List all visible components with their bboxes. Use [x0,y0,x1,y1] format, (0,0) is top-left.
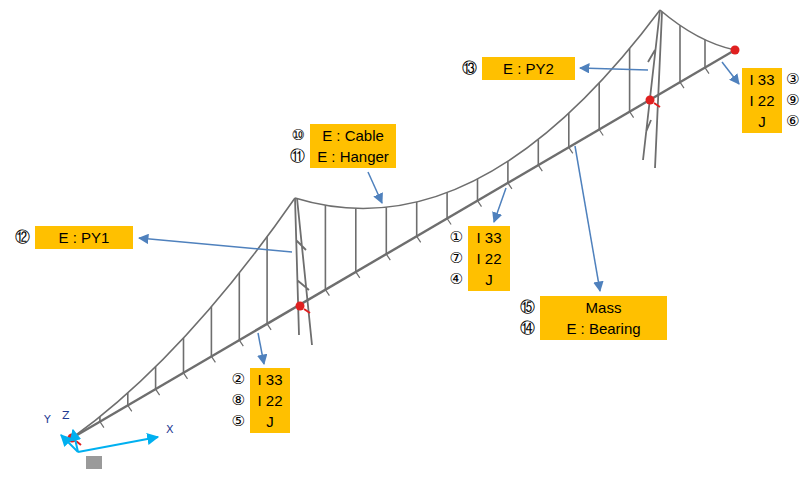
callout-number: ④ [450,272,463,287]
leader-arrow [258,333,264,364]
element-label-box: I 33I 22J [468,226,510,291]
callout-number: ⑥ [786,114,799,129]
box-text: I 22 [748,90,776,111]
axes [61,430,158,469]
box-text: I 33 [256,369,284,390]
callout-number: ⑬ [462,61,477,76]
box-text: E : PY2 [488,58,569,79]
x-axis [78,437,158,452]
box-text: J [748,111,776,132]
leader-arrows [139,62,739,364]
bearing-dot [731,46,740,55]
callout-number: ⑧ [232,393,245,408]
element-label-box: MassE : Bearing [540,296,667,340]
box-text: I 33 [748,69,776,90]
element-label-box: E : PY1 [35,226,133,249]
callout-number: ⑤ [232,414,245,429]
callout-number: ⑨ [786,93,799,108]
axis-block [86,456,102,469]
callout-number: ⑪ [290,149,305,164]
bridge-structure [72,10,735,438]
tower-py1 [295,198,312,345]
callout-number: ⑮ [520,300,535,315]
hangers [680,26,705,83]
callout-number: ② [232,372,245,387]
callout-number: ⑭ [520,321,535,336]
leader-arrow [139,238,292,252]
element-label-box: E : CableE : Hanger [310,124,396,168]
box-text: J [256,411,284,432]
box-text: E : PY1 [41,227,127,248]
callout-number: ① [450,230,463,245]
leader-arrow [722,62,739,84]
hangers [325,49,629,290]
box-text: E : Bearing [546,318,661,339]
axis-label: Z [62,410,70,421]
bearing-dot [296,302,305,311]
callout-number: ⑫ [15,230,30,245]
box-text: I 33 [474,227,504,248]
element-label-box: E : PY2 [482,57,575,80]
callout-number: ⑩ [292,128,305,143]
leader-arrow [580,68,648,70]
element-label-box: I 33I 22J [250,368,290,433]
bearings [68,46,740,446]
leader-arrow [575,146,600,291]
deck-girder [72,50,735,438]
z-axis [73,430,78,452]
leader-arrow [494,188,506,222]
side-span-cable [660,10,735,50]
axis-label: X [166,424,174,435]
box-text: I 22 [256,390,284,411]
callout-number: ③ [786,72,799,87]
hangers [100,237,267,422]
callout-number: ⑦ [450,251,463,266]
cross-beams [100,68,709,428]
main-span-cable [295,10,660,208]
leader-arrow [368,172,382,203]
box-text: I 22 [474,248,504,269]
box-text: J [474,269,504,290]
box-text: E : Hanger [316,146,390,167]
box-text: Mass [546,297,661,318]
box-text: E : Cable [316,125,390,146]
axis-label: Y [44,414,51,425]
bearing-mark [76,103,660,445]
element-label-box: I 33I 22J [742,68,782,133]
bearing-dot [646,96,655,105]
tower-py2 [643,10,662,168]
